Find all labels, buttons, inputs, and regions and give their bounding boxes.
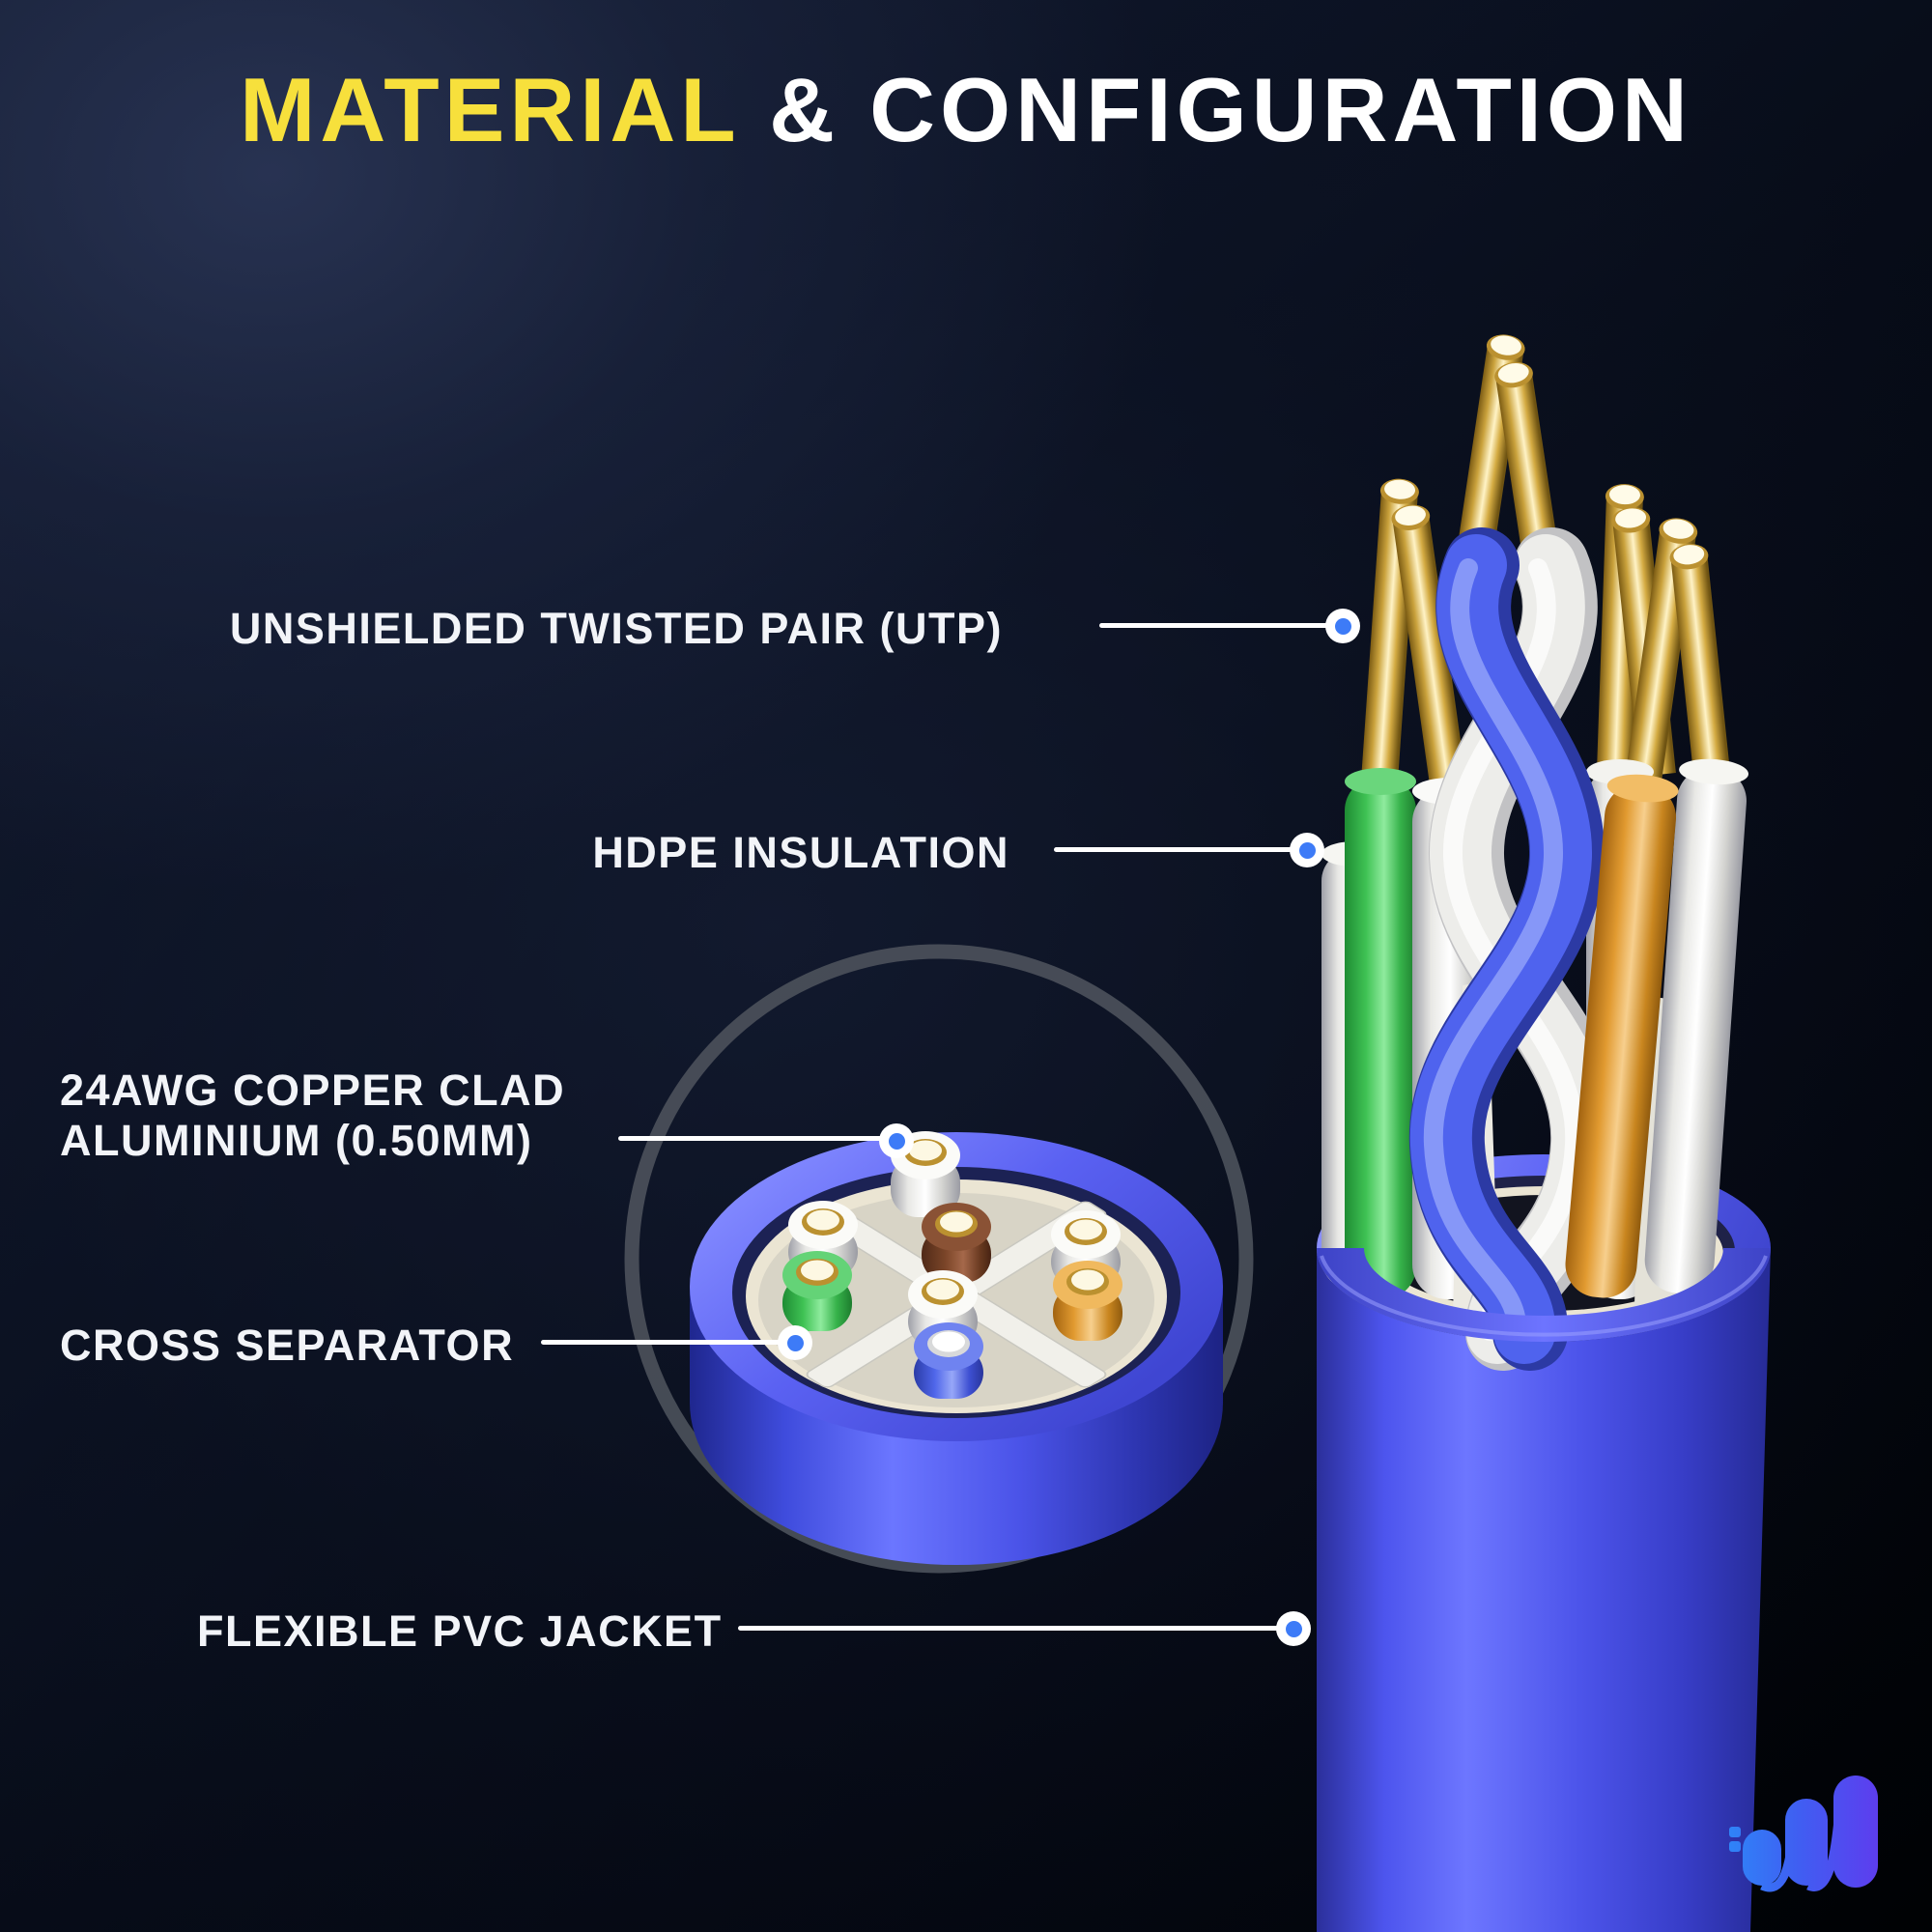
blue-white-twisted-pair: [1408, 527, 1627, 1371]
leader-dot-pvc-jacket: [1276, 1611, 1311, 1646]
label-cross-separator-text: CROSS SEPARATOR: [60, 1321, 515, 1370]
label-utp-text: UNSHIELDED TWISTED PAIR (UTP): [229, 604, 1003, 653]
label-pvc-jacket-text: FLEXIBLE PVC JACKET: [197, 1606, 723, 1656]
label-cross-separator: CROSS SEPARATOR: [60, 1321, 514, 1371]
highlight-ring: [624, 944, 1254, 1574]
label-hdpe: HDPE INSULATION: [592, 828, 1009, 878]
label-copper-line2: ALUMINIUM (0.50MM): [60, 1116, 533, 1165]
copper-conductors: [1361, 334, 1730, 793]
leader-dot-hdpe: [1290, 833, 1324, 867]
title-rest: & CONFIGURATION: [739, 59, 1692, 160]
label-utp: UNSHIELDED TWISTED PAIR (UTP): [230, 604, 1003, 654]
wire-blue: [914, 1322, 983, 1399]
leader-dot-pvc-jacket-center: [1285, 1620, 1302, 1637]
leader-line-pvc-jacket: [738, 1626, 1293, 1631]
twisted-pairs: [1321, 334, 1748, 1371]
wire-orange: [1053, 1261, 1122, 1341]
label-pvc-jacket: FLEXIBLE PVC JACKET: [197, 1606, 723, 1657]
label-copper: 24AWG COPPER CLAD ALUMINIUM (0.50MM): [60, 1065, 565, 1166]
label-copper-line1: 24AWG COPPER CLAD: [60, 1065, 566, 1115]
brand-logo-icon: [1729, 1776, 1878, 1892]
leader-dot-hdpe-center: [1298, 841, 1316, 859]
leader-line-hdpe: [1054, 847, 1307, 852]
page-title: MATERIAL & CONFIGURATION: [0, 58, 1932, 162]
leader-dot-cross-separator-center: [786, 1334, 804, 1351]
sleeve-white-right: [1644, 758, 1748, 1293]
leader-line-copper: [618, 1136, 896, 1141]
wire-brown: [922, 1203, 991, 1283]
leader-line-utp: [1099, 623, 1343, 628]
wire-green: [782, 1251, 852, 1331]
jacket-front-lip: [1317, 1248, 1771, 1342]
label-hdpe-text: HDPE INSULATION: [592, 828, 1009, 877]
leader-dot-cross-separator: [778, 1325, 812, 1360]
leader-dot-copper-center: [888, 1132, 905, 1150]
sleeve-orange: [1565, 774, 1679, 1298]
main-cable: [1317, 334, 1771, 1932]
leader-dot-utp: [1325, 609, 1360, 643]
leader-dot-copper: [879, 1123, 914, 1158]
leader-line-cross-separator: [541, 1340, 795, 1345]
leader-dot-utp-center: [1334, 617, 1351, 635]
title-highlight: MATERIAL: [240, 59, 740, 160]
